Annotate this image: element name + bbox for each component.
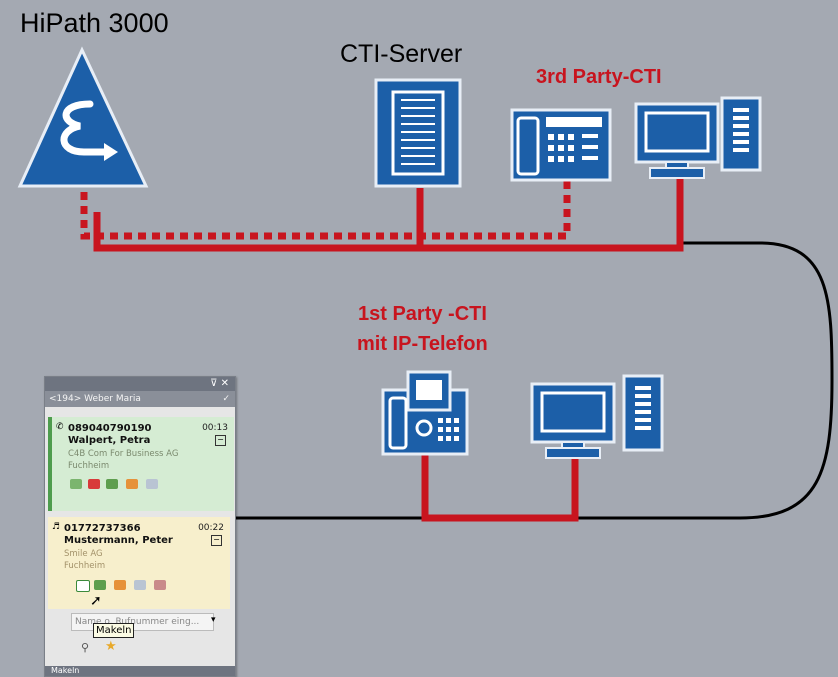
hipath-label: HiPath 3000 — [20, 8, 169, 38]
desk-phone-icon — [510, 108, 612, 182]
call-name: Mustermann, Peter — [64, 535, 173, 546]
call-time: 00:22 — [198, 523, 224, 533]
hangup-icon[interactable] — [88, 479, 100, 489]
third-party-bus — [93, 178, 684, 252]
makeln-tooltip: Makeln — [93, 623, 135, 638]
cti-server-label: CTI-Server — [340, 40, 463, 68]
directory-icon[interactable] — [154, 580, 166, 590]
phone-icon: ✆ — [56, 422, 64, 432]
first-party-dotted-bus — [80, 178, 571, 240]
call-number: 01772737366 — [64, 523, 141, 534]
first-party-link — [421, 454, 579, 522]
cti-client-panel: ⊽ ✕ <194> Weber Maria ✓ ✆ 089040790190 0… — [44, 376, 236, 677]
network-connection-line — [575, 241, 834, 520]
call-entry-2[interactable]: ♬ 01772737366 00:22 Mustermann, Peter − … — [48, 517, 230, 609]
mouse-cursor-icon: ➚ — [90, 593, 102, 609]
call-number: 089040790190 — [68, 423, 152, 434]
toggle-call-icon[interactable] — [76, 580, 90, 592]
call-time: 00:13 — [202, 423, 228, 433]
call-city: Fuchheim — [68, 461, 110, 471]
search-icon[interactable]: ⚲ — [81, 641, 90, 654]
ip-phone-label: mit IP-Telefon — [357, 333, 488, 355]
conference-icon[interactable] — [94, 580, 106, 590]
contact-card-icon[interactable] — [146, 479, 158, 489]
favorite-star-icon[interactable]: ★ — [105, 639, 117, 654]
email-icon[interactable] — [114, 580, 126, 590]
conference-icon[interactable] — [106, 479, 118, 489]
panel-user-header[interactable]: <194> Weber Maria ✓ — [45, 391, 235, 407]
panel-footer: Makeln — [45, 666, 235, 676]
ip-phone-icon — [381, 370, 469, 456]
hipath-triangle-icon — [17, 46, 149, 188]
panel-window-controls[interactable]: ⊽ ✕ — [45, 377, 235, 391]
email-icon[interactable] — [126, 479, 138, 489]
cti-server-icon — [374, 78, 462, 188]
collapse-icon[interactable]: − — [215, 435, 226, 446]
search-dropdown-icon[interactable]: ▾ — [211, 615, 216, 625]
music-hold-icon: ♬ — [52, 522, 61, 532]
call-company: C4B Com For Business AG — [68, 449, 179, 459]
chevron-down-icon[interactable]: ✓ — [222, 394, 230, 404]
collapse-icon[interactable]: − — [211, 535, 222, 546]
call-company: Smile AG — [64, 549, 103, 559]
transfer-icon[interactable] — [70, 479, 82, 489]
third-party-cti-label: 3rd Party-CTI — [536, 66, 662, 88]
call-name: Walpert, Petra — [68, 435, 151, 446]
panel-user-name: <194> Weber Maria — [49, 394, 141, 404]
contact-card-icon[interactable] — [134, 580, 146, 590]
call-city: Fuchheim — [64, 561, 106, 571]
call-entry-1[interactable]: ✆ 089040790190 00:13 Walpert, Petra − C4… — [48, 417, 234, 511]
first-party-cti-label: 1st Party -CTI — [358, 303, 487, 325]
third-party-pc-icon — [634, 96, 762, 179]
first-party-pc-icon — [530, 374, 664, 459]
